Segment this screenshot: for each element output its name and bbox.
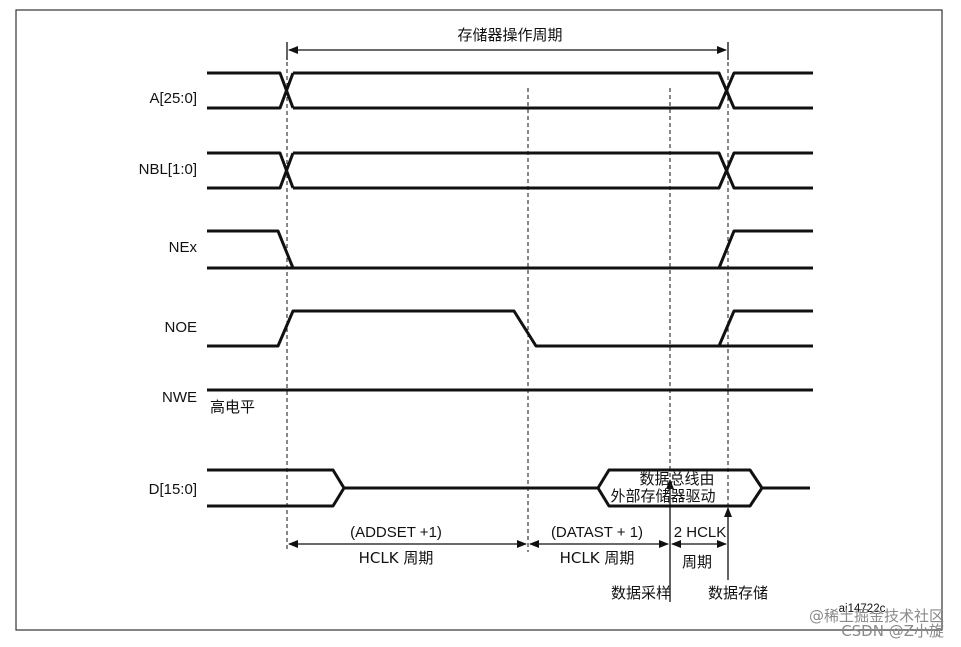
- data-bus-note-line1: 数据总线由: [639, 470, 714, 488]
- signal-label-noe: NOE: [164, 319, 197, 336]
- datast-label: (DATAST + 1): [551, 524, 643, 541]
- watermark-juejin: @稀土掘金技术社区: [809, 607, 944, 625]
- figure-frame: [15, 9, 943, 631]
- sample-label: 数据采样: [611, 584, 671, 602]
- addset-label: (ADDSET +1): [350, 524, 442, 541]
- waveforms: [207, 71, 813, 508]
- signal-label-addr: A[25:0]: [149, 90, 197, 107]
- waveform-nex: [207, 229, 813, 270]
- store-label: 数据存储: [708, 584, 768, 602]
- reference-lines: [286, 55, 729, 552]
- hclk2-unit-label: 周期: [682, 553, 712, 571]
- signal-label-nwe: NWE: [162, 389, 197, 406]
- waveform-nbl: [207, 151, 813, 190]
- datast-unit-label: HCLK 周期: [560, 549, 635, 567]
- hclk2-label: 2 HCLK: [674, 524, 727, 541]
- nwe-high-note: 高电平: [210, 398, 255, 416]
- watermark-csdn: CSDN @Z小旋: [841, 622, 944, 640]
- signal-label-nbl: NBL[1:0]: [139, 161, 197, 178]
- signal-label-nex: NEx: [169, 239, 198, 256]
- data-bus-note-line2: 外部存储器驱动: [610, 487, 715, 505]
- figure-id: ai14722c: [839, 603, 886, 615]
- waveform-noe: [207, 309, 813, 348]
- addset-unit-label: HCLK 周期: [359, 549, 434, 567]
- waveform-addr: [207, 71, 813, 110]
- signal-label-data: D[15:0]: [149, 481, 197, 498]
- waveform-data: [207, 468, 810, 508]
- figure-title: 存储器操作周期: [457, 26, 562, 44]
